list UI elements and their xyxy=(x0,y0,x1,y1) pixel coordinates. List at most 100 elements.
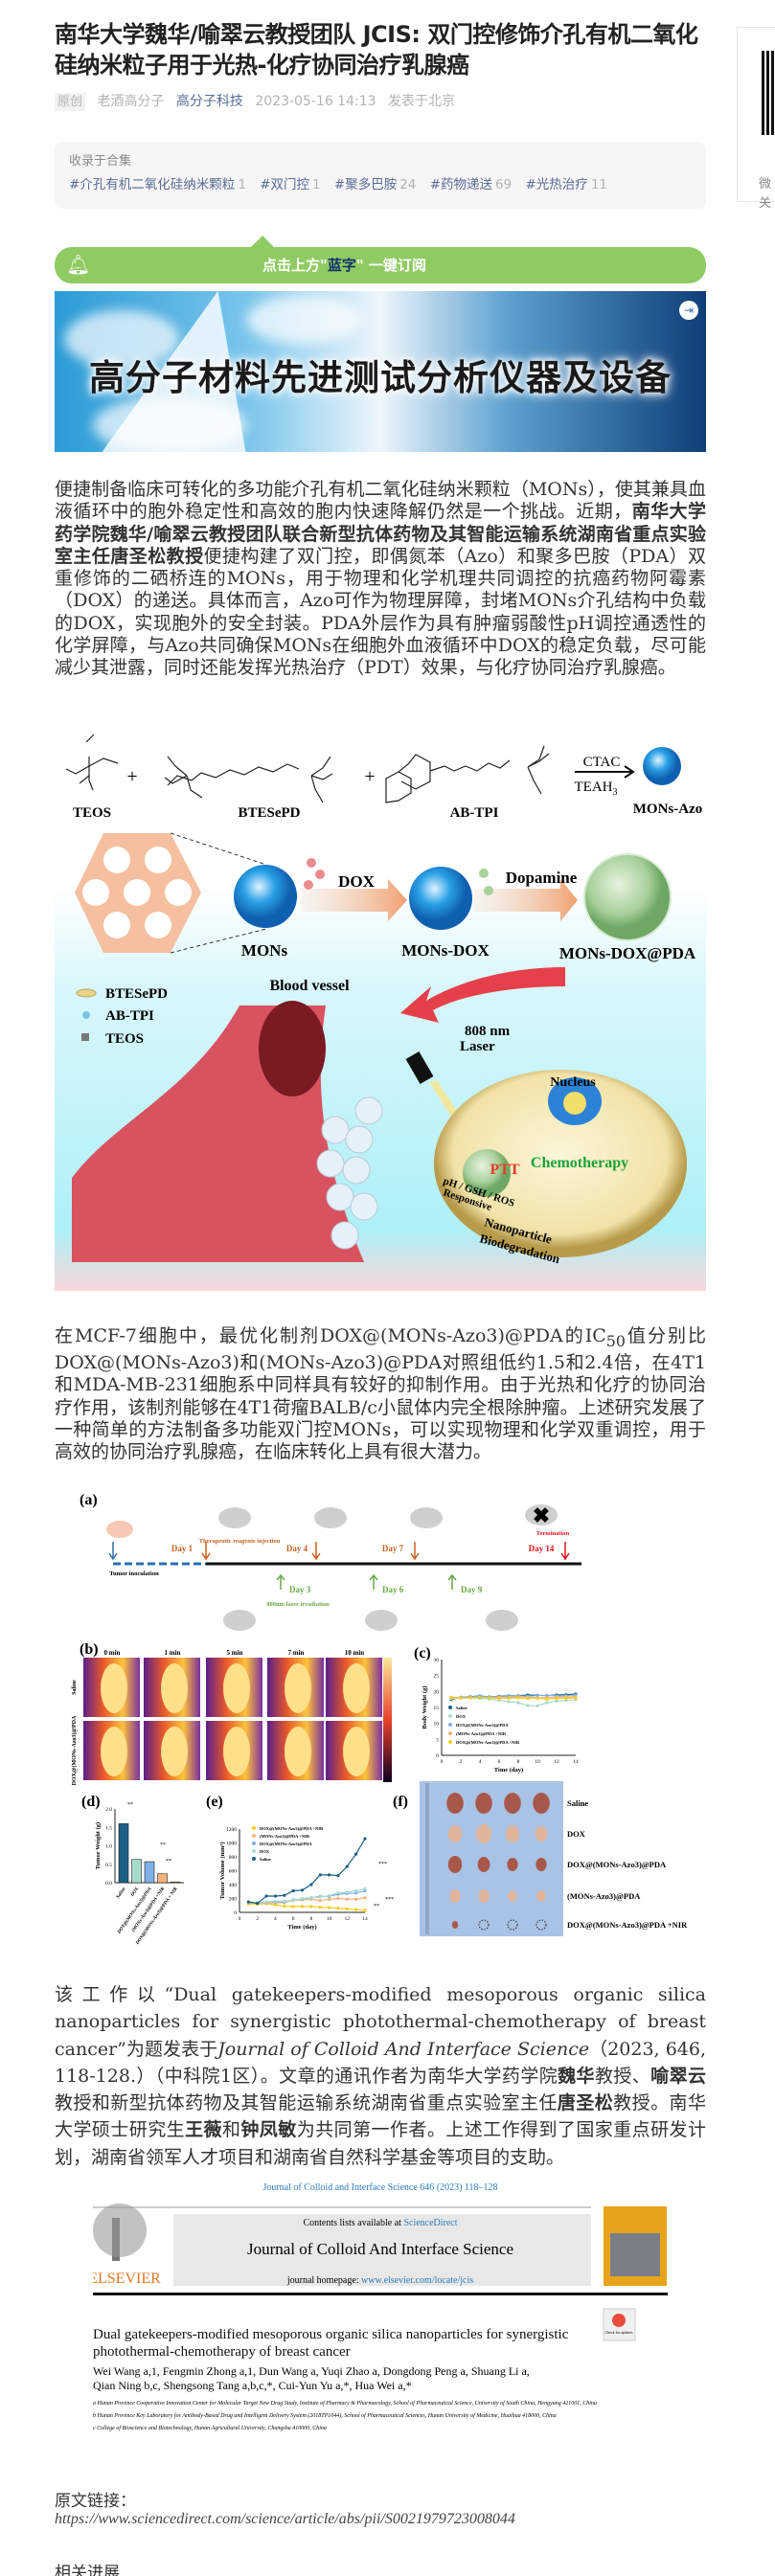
mouse-heat-spot xyxy=(161,1727,188,1776)
data-point xyxy=(497,1697,501,1701)
panel-label: (d) xyxy=(81,1794,101,1810)
day-label: Day 4 xyxy=(286,1544,308,1553)
mouse-icon xyxy=(314,1507,347,1528)
results-paragraph: 在MCF-7细胞中，最优化制剂DOX@(MONs-Azo3)@PDA的IC50值… xyxy=(55,1325,706,1463)
legend-label: TEOS xyxy=(105,1031,144,1047)
data-point xyxy=(300,1905,305,1909)
color-scale-bar xyxy=(383,1658,392,1782)
cancer-cell-graphic xyxy=(434,1070,687,1257)
tumor-sample xyxy=(478,1889,490,1903)
mouse-heat-spot xyxy=(343,1727,370,1776)
collection-heading: 收录于合集 xyxy=(69,154,132,169)
down-arrow-icon xyxy=(560,1542,570,1561)
panel-label: (f) xyxy=(393,1794,408,1810)
x-tick-label: 6 xyxy=(498,1759,501,1765)
source-link-url[interactable]: https://www.sciencedirect.com/science/ar… xyxy=(55,2511,515,2527)
mouse-heat-spot xyxy=(223,1663,250,1713)
tumor-cluster xyxy=(316,1096,383,1250)
stage-label: MONs-DOX xyxy=(401,941,490,960)
tumor-sample xyxy=(504,1793,521,1814)
dox-arrow xyxy=(302,879,407,921)
promo-banner-image[interactable]: 高分子材料先进测试分析仪器及设备 ⇥ xyxy=(55,291,706,452)
paper-authors: Qian Ning b,c, Shengsong Tang a,b,c,*, C… xyxy=(93,2379,412,2392)
data-point xyxy=(309,1883,313,1887)
down-arrow-icon xyxy=(201,1542,211,1561)
data-point xyxy=(536,1694,539,1698)
y-tick-label: 0.5 xyxy=(105,1863,112,1868)
mouse-heat-spot xyxy=(161,1663,188,1713)
ruler xyxy=(425,1783,429,1934)
time-label: 5 min xyxy=(227,1649,243,1657)
chemical-structures xyxy=(65,734,550,803)
series-line xyxy=(450,1694,577,1699)
data-point xyxy=(545,1693,549,1697)
legend-marker xyxy=(252,1857,256,1861)
subscribe-banner[interactable]: 🔔︎ 点击上方"蓝字" 一键订阅 xyxy=(55,236,706,283)
paper-header-image[interactable]: Journal of Colloid and Interface Science… xyxy=(93,2178,668,2436)
y-tick-label: 1000 xyxy=(226,1842,237,1847)
exit-icon[interactable]: ⇥ xyxy=(679,301,698,320)
blood-vessel-label: Blood vessel xyxy=(269,978,350,994)
publish-time: 2023-05-16 14:13 xyxy=(255,94,376,109)
paper-authors: Wei Wang a,1, Fengmin Zhong a,1, Dun Wan… xyxy=(93,2364,530,2378)
data-point xyxy=(291,1888,295,1893)
y-tick-label: 2.0 xyxy=(105,1807,112,1813)
down-arrow-icon xyxy=(410,1542,420,1561)
row-label: Saline xyxy=(72,1680,78,1695)
x-tick-label: 10 xyxy=(535,1759,540,1765)
panel-label: (e) xyxy=(206,1794,223,1810)
group-label: (MONs-Azo3)@PDA xyxy=(567,1891,641,1901)
x-tick-label: 0 xyxy=(441,1759,444,1765)
y-tick-label: 800 xyxy=(229,1855,238,1861)
data-point xyxy=(318,1895,322,1899)
up-arrow-icon xyxy=(276,1573,285,1590)
category-label: DOX xyxy=(129,1887,140,1899)
significance-label: ** xyxy=(127,1802,133,1808)
data-point xyxy=(273,1899,278,1903)
data-point xyxy=(363,1837,367,1841)
data-point xyxy=(283,1893,286,1897)
condition-label: TEAH3 xyxy=(575,780,618,798)
legend-label: DOX@(MONs-Azo3)@PDA +NIR xyxy=(456,1740,520,1745)
day-label: Day 9 xyxy=(461,1585,483,1594)
significance-label: ** xyxy=(166,1859,171,1864)
legend-label: (MONs-Azo3)@PDA +NIR xyxy=(260,1834,310,1839)
data-point xyxy=(354,1908,358,1911)
bar xyxy=(118,1823,129,1884)
legend-label: DOX xyxy=(456,1714,467,1719)
mouse-heat-spot xyxy=(101,1663,127,1713)
time-label: 7 min xyxy=(288,1649,305,1657)
data-point xyxy=(283,1899,286,1903)
time-label: 10 min xyxy=(345,1649,365,1657)
mouse-heat-spot xyxy=(223,1727,250,1776)
plus-sign: + xyxy=(126,766,137,787)
data-point xyxy=(354,1888,358,1893)
data-point xyxy=(336,1907,340,1910)
reagent-label: BTESePD xyxy=(238,805,300,821)
data-point xyxy=(555,1697,558,1701)
legend-marker xyxy=(448,1740,452,1744)
data-point xyxy=(459,1696,463,1700)
data-point xyxy=(291,1899,295,1903)
day-label: Day 3 xyxy=(289,1585,311,1594)
dopamine-label: Dopamine xyxy=(506,869,578,887)
svg-text:Check for updates: Check for updates xyxy=(604,2330,633,2335)
data-point xyxy=(318,1899,322,1903)
laser-device-icon xyxy=(405,1051,434,1084)
condition-label: CTAC xyxy=(583,755,621,770)
injection-label: Therapeutic reagents injection xyxy=(199,1538,281,1545)
laser-label: Laser xyxy=(460,1039,495,1054)
account-link[interactable]: 高分子科技 xyxy=(175,94,243,109)
synthesis-scheme-figure: TEOS BTESePD AB-TPI MONs-Azo + + CTAC TE… xyxy=(55,734,706,1291)
inoculation-label: Tumor inoculation xyxy=(109,1570,159,1577)
original-badge: 原创 xyxy=(55,93,86,111)
data-point xyxy=(488,1696,491,1700)
legend-marker xyxy=(448,1706,452,1709)
